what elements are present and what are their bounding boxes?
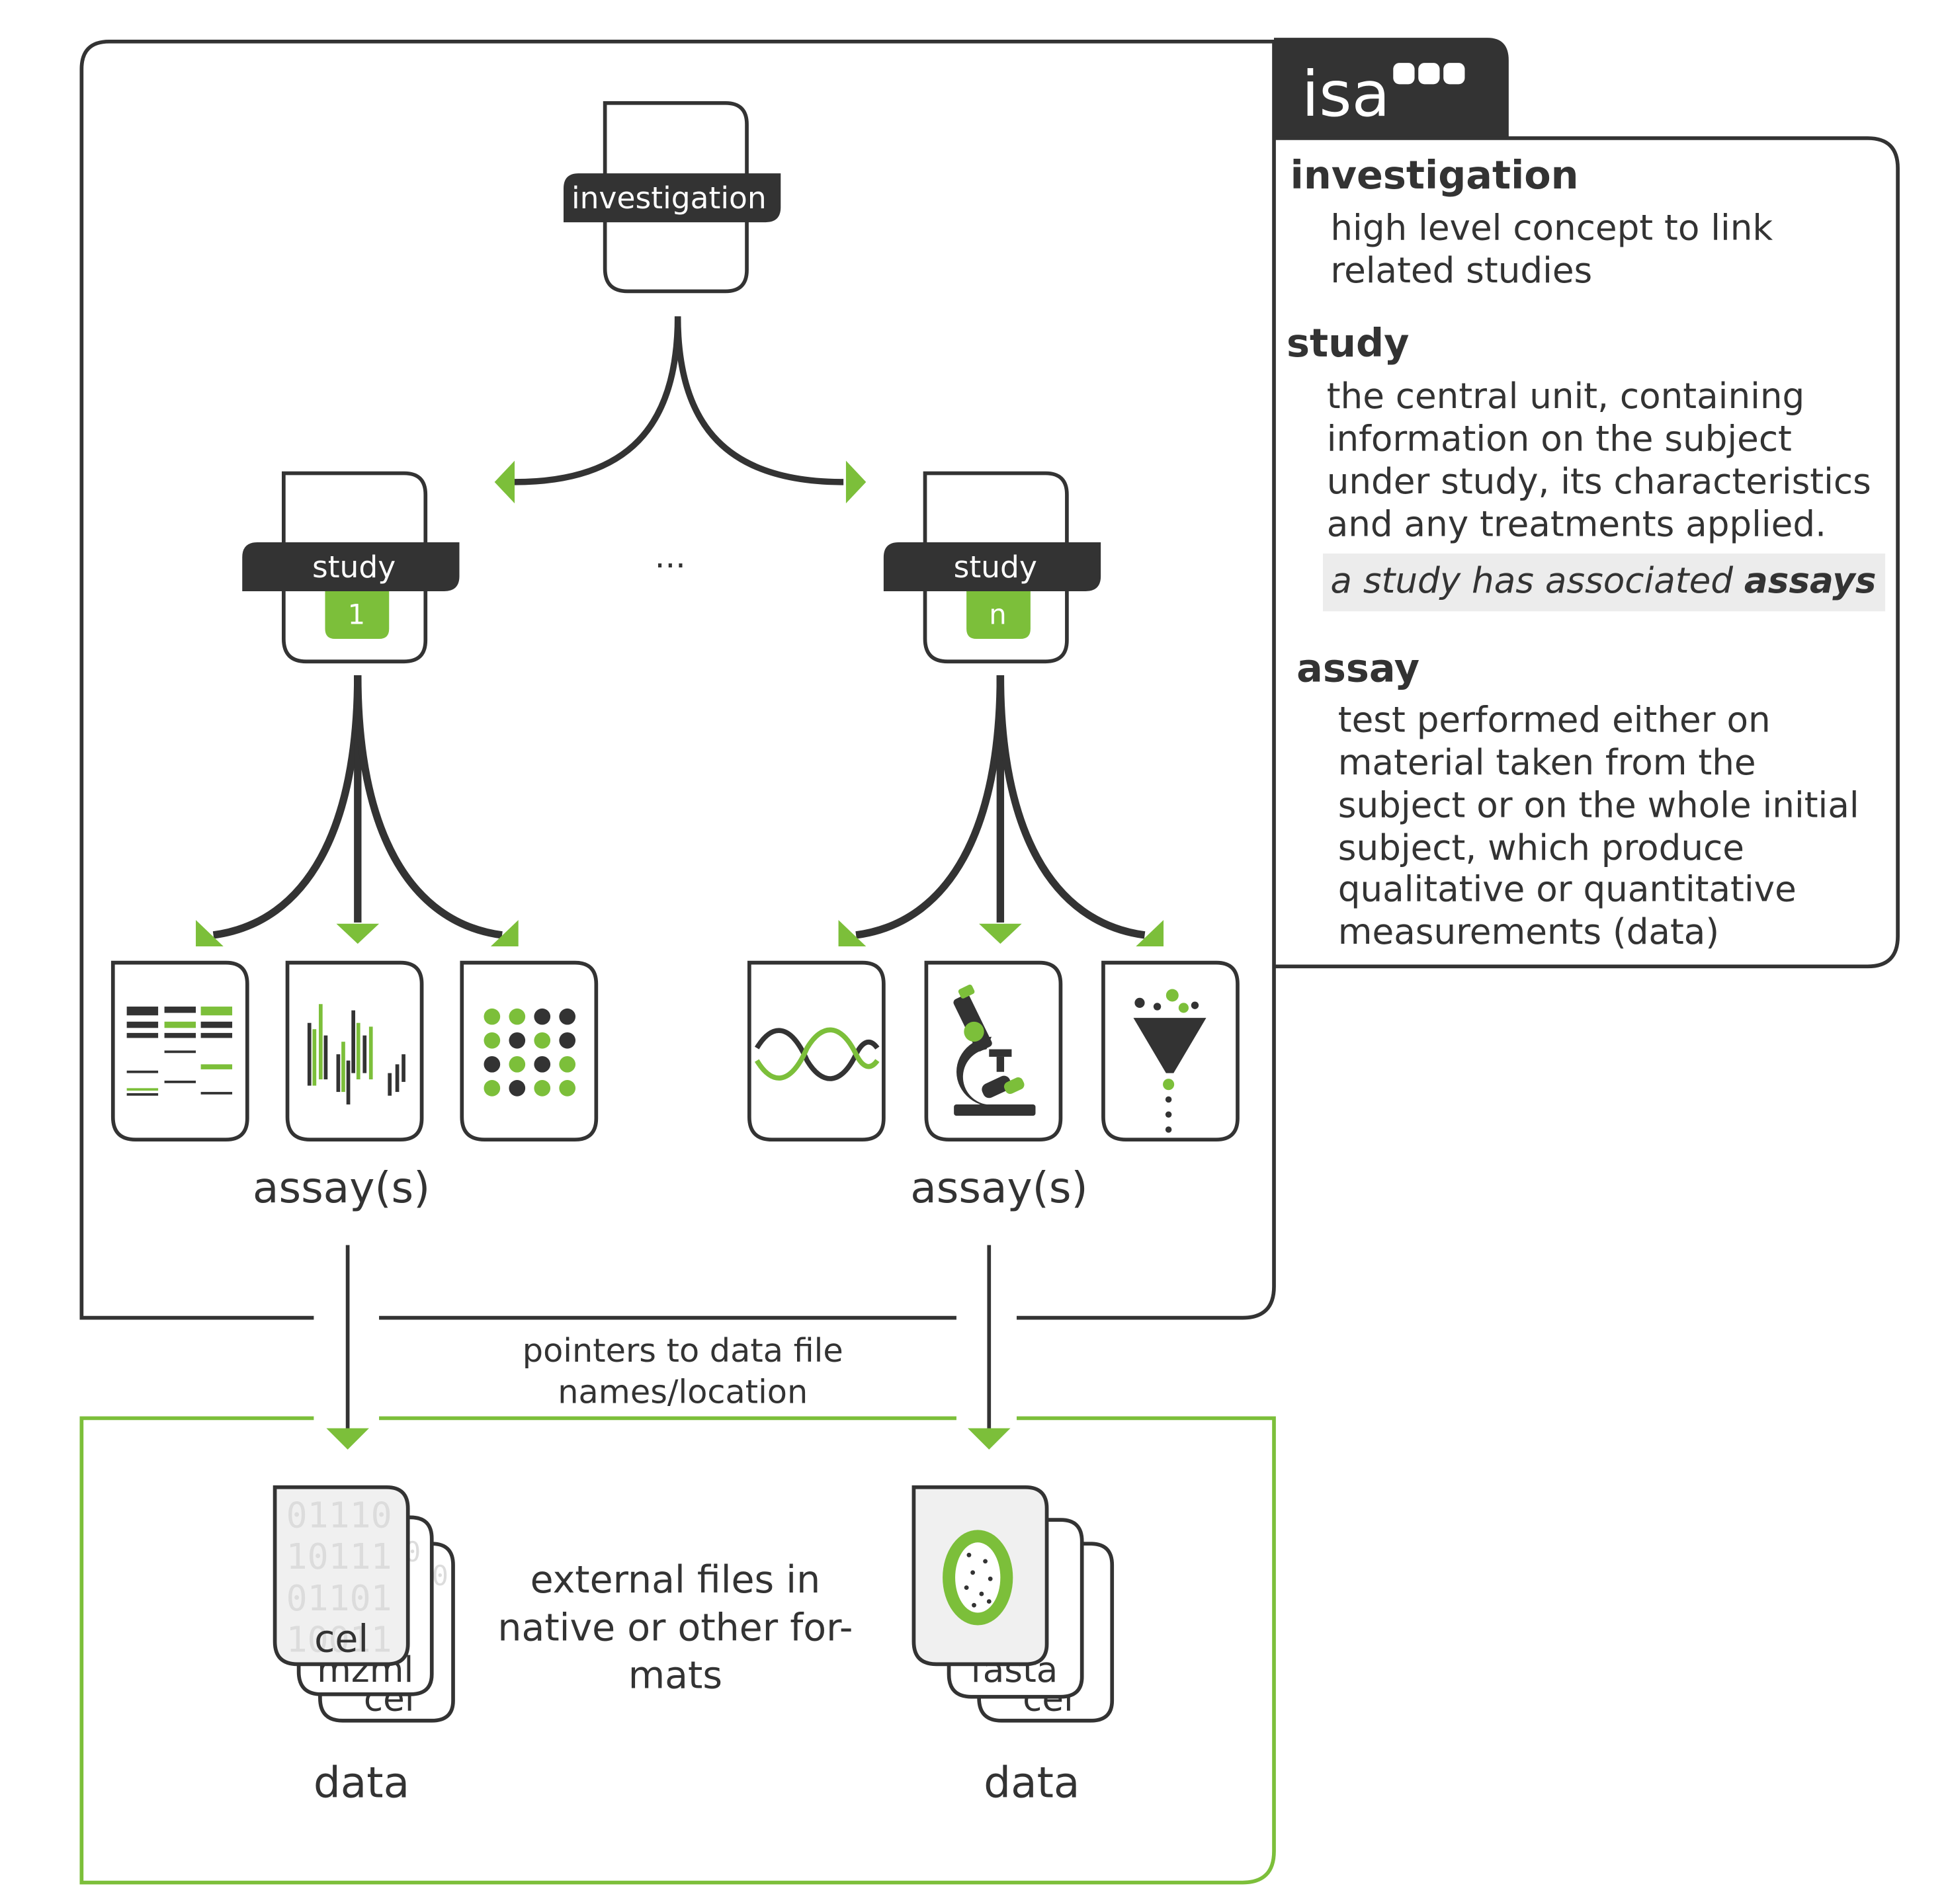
binary-row-3: 01101 — [286, 1578, 392, 1619]
arrowhead — [196, 920, 224, 946]
table-icon — [126, 1007, 233, 1096]
study-1-connectors — [196, 675, 519, 946]
ellipsis-text: ... — [655, 537, 686, 575]
pointers-line-1: pointers to data file — [523, 1331, 843, 1370]
legend-assay-line-6: measurements (data) — [1338, 911, 1719, 952]
legend-investigation-line-1: high level concept to link — [1330, 208, 1773, 249]
legend-panel: isa investigation high level concept to … — [1274, 38, 1900, 969]
legend-study-line-1: the central unit, containing — [1327, 376, 1805, 417]
external-files-line-1: external files in — [530, 1558, 821, 1602]
study-n-label: study — [954, 550, 1037, 585]
assay-card-table — [110, 960, 249, 1142]
legend-study-line-4: and any treatments applied. — [1327, 503, 1826, 544]
legend-assay-line-4: subject, which produce — [1338, 827, 1744, 868]
legend-study-line-2: information on the subject — [1327, 418, 1792, 459]
arrowhead-right — [845, 460, 867, 504]
funnel-icon — [1133, 989, 1207, 1133]
binary-row-4: 10011 — [286, 1619, 392, 1660]
isa-logo-dots — [1393, 63, 1465, 85]
study-n-number: n — [989, 598, 1006, 630]
file-back-digits: 0 — [432, 1559, 448, 1592]
external-files-line-3: mats — [628, 1653, 722, 1697]
arrowhead — [838, 920, 867, 946]
pointers-line-2: names/location — [558, 1373, 808, 1411]
study-note-bold: assays — [1744, 560, 1877, 601]
cell-icon — [943, 1530, 1013, 1626]
investigation-connectors — [494, 316, 867, 504]
arrowhead — [1136, 920, 1164, 946]
legend-investigation-line-2: related studies — [1330, 250, 1592, 291]
dna-helix-icon — [754, 1027, 880, 1081]
investigation-node: investigation — [564, 101, 781, 294]
assay-card-spectrum — [285, 960, 424, 1142]
data-frame — [79, 1416, 1276, 1885]
dot-grid-icon — [484, 1008, 576, 1097]
data-pointer-arrows — [326, 1245, 1011, 1450]
legend-investigation-title: investigation — [1291, 152, 1579, 198]
assay-card-funnel — [1101, 960, 1240, 1142]
study-note-highlight — [1323, 554, 1886, 612]
file-front-label: cel — [314, 1617, 368, 1661]
legend-assay-line-3: subject or on the whole initial — [1338, 785, 1859, 826]
external-files-line-2: native or other for- — [497, 1606, 853, 1649]
study-n-node: study n — [883, 471, 1101, 664]
data-right-label: data — [984, 1759, 1080, 1808]
assay-card-dna — [747, 960, 886, 1142]
assay-card-dot-grid — [460, 960, 599, 1142]
arrowhead — [336, 923, 380, 944]
assays-right-label: assay(s) — [910, 1163, 1087, 1213]
legend-study-line-3: under study, its characteristics — [1327, 461, 1871, 502]
legend-assay-line-5: qualitative or quantitative — [1338, 869, 1797, 910]
study-n-connectors — [838, 675, 1164, 946]
binary-row-2: 10111 — [286, 1536, 392, 1577]
spectrum-icon — [307, 1004, 405, 1105]
study-1-node: study 1 — [242, 471, 460, 664]
arrowhead — [968, 1428, 1011, 1450]
right-file-stack: cel fasta — [911, 1485, 1115, 1723]
legend-assay-title: assay — [1296, 645, 1419, 691]
microscope-icon — [953, 984, 1036, 1116]
arrowhead — [979, 923, 1022, 944]
study-note: a study has associated assays — [1330, 560, 1876, 601]
arrowhead-left — [494, 460, 515, 504]
legend-box — [1274, 136, 1900, 969]
legend-study-title: study — [1287, 320, 1409, 366]
legend-assay-line-2: material taken from the — [1338, 742, 1756, 783]
binary-row-1: 01110 — [286, 1495, 392, 1536]
arrowhead — [326, 1428, 369, 1450]
study-note-plain: a study has associated — [1330, 560, 1744, 601]
investigation-label: investigation — [572, 181, 767, 216]
assays-left-label: assay(s) — [253, 1163, 430, 1213]
study-1-number: 1 — [348, 598, 366, 630]
study-1-label: study — [312, 550, 396, 585]
data-left-label: data — [314, 1759, 409, 1808]
file-front — [273, 1485, 410, 1667]
assay-card-microscope — [924, 960, 1063, 1142]
left-file-stack: cel 0 mzml 0 01110 10111 01101 10011 cel — [273, 1485, 455, 1723]
legend-assay-line-1: test performed either on — [1338, 699, 1771, 740]
isa-logo-text: isa — [1302, 58, 1390, 131]
